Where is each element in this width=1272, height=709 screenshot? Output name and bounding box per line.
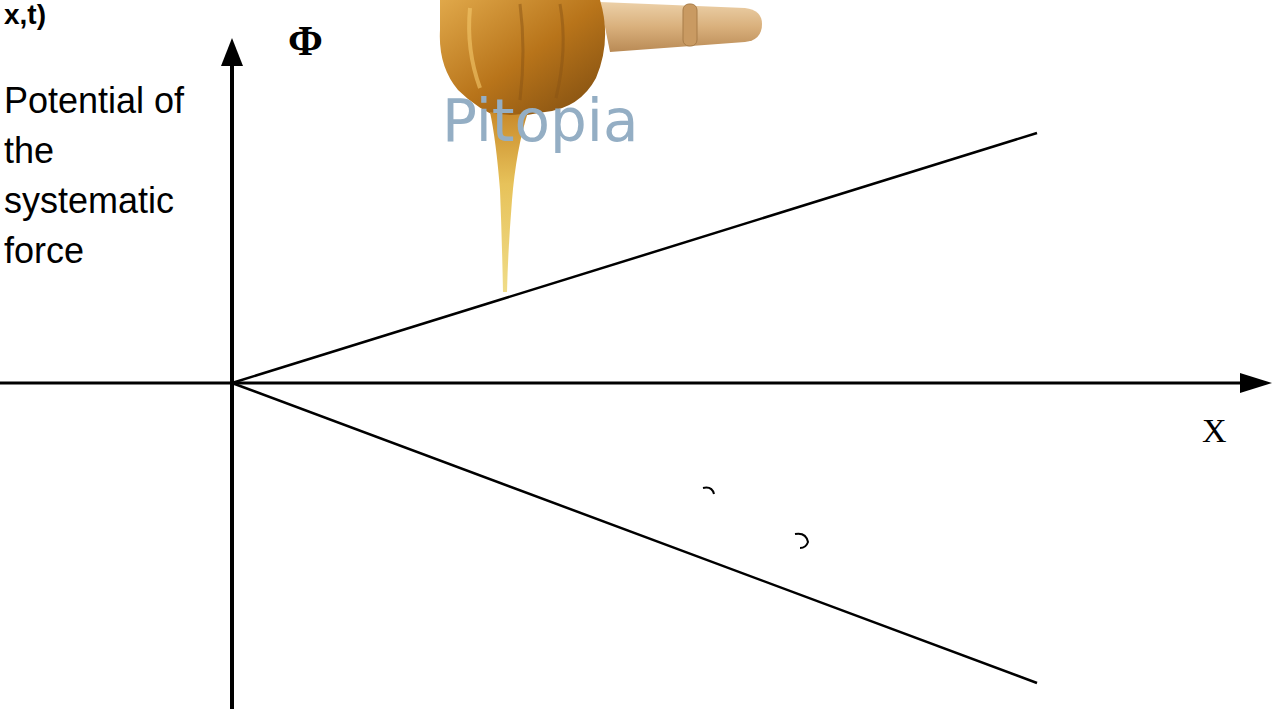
mark: [703, 488, 714, 494]
equation-fragment: x,t): [4, 0, 46, 30]
phi-axis: [230, 62, 234, 709]
potential-line: [232, 133, 1037, 383]
axis-label: Φ: [288, 18, 323, 64]
axis-arrowhead: [221, 38, 243, 66]
watermark: Pitopia: [442, 88, 639, 154]
honey-dipper: [440, 0, 762, 292]
x-axis: [0, 382, 1244, 385]
potential-line: [232, 383, 1037, 683]
axis-arrowhead: [1240, 373, 1272, 393]
axis-title: Potential of the systematic force: [4, 76, 209, 276]
mark: [795, 534, 808, 548]
axis-label: X: [1202, 412, 1227, 450]
